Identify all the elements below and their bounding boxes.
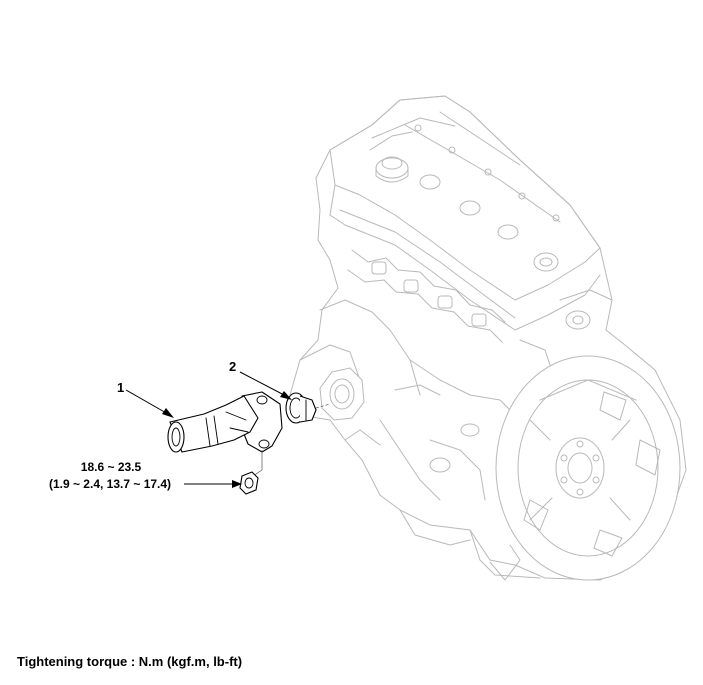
coolant-inlet-pipe	[167, 391, 283, 479]
engine-block	[289, 95, 687, 581]
callout-2: 2	[229, 359, 237, 374]
torque-conversions: (1.9 ~ 2.4, 13.7 ~ 17.4)	[48, 477, 172, 491]
mounting-bolt	[239, 471, 259, 495]
torque-value: 18.6 ~ 23.5	[80, 460, 142, 474]
callout-1: 1	[117, 380, 125, 395]
leader-lines	[125, 371, 292, 488]
torque-legend: Tightening torque : N.m (kgf.m, lb-ft)	[17, 654, 243, 669]
thermostat	[285, 392, 331, 424]
